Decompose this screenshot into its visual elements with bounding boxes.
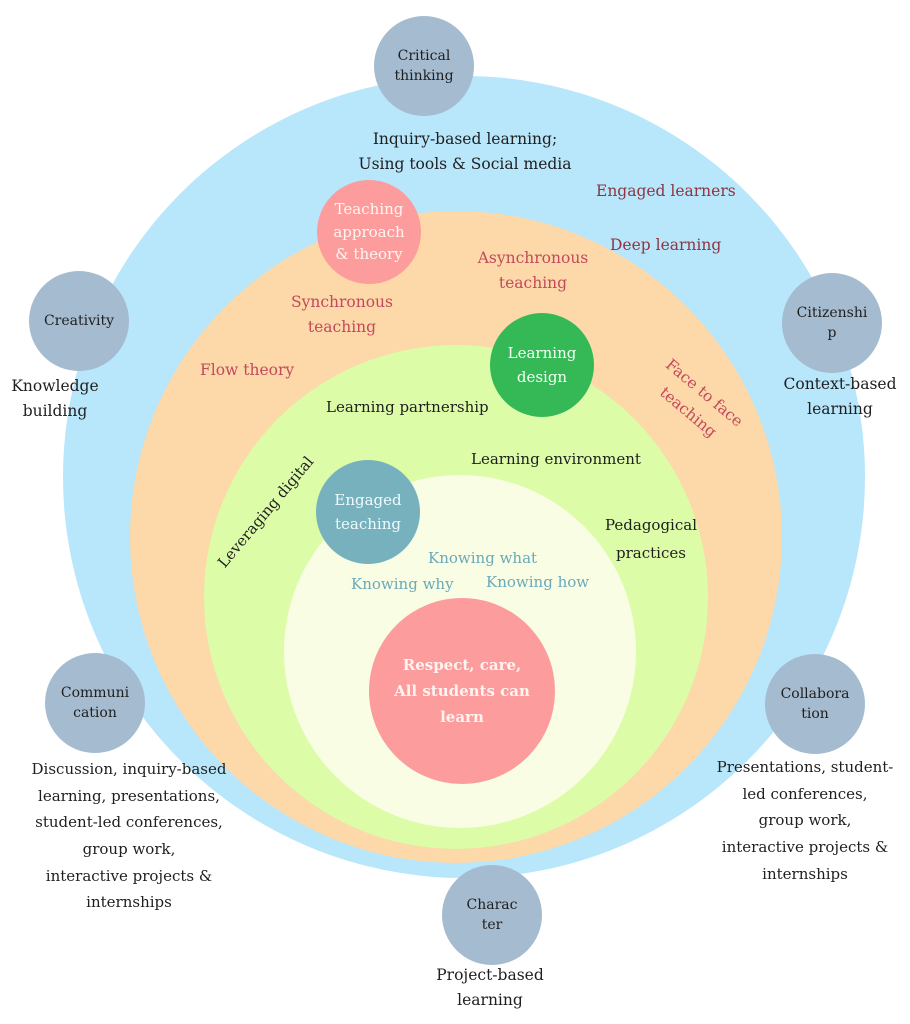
skill-critical-thinking: Critical thinking	[374, 16, 474, 116]
label-learning-environment: Learning environment	[471, 450, 641, 468]
skill-label: Charac ter	[466, 896, 518, 933]
skill-character: Charac ter	[442, 865, 542, 965]
skill-description-critical-thinking: Inquiry-based learning; Using tools & So…	[358, 130, 572, 173]
engaged-teaching-text: Engaged teaching	[334, 491, 402, 533]
label-knowing-how: Knowing how	[486, 573, 590, 591]
skill-label: Critical thinking	[394, 47, 454, 84]
label-flow-theory: Flow theory	[200, 361, 295, 379]
skill-label: Citizenshi p	[796, 304, 868, 341]
skill-description-character: Project-based learning	[436, 966, 544, 1009]
label-synchronous-teaching: Synchronous teaching	[290, 293, 393, 336]
skill-label: Collabora tion	[780, 685, 850, 722]
skill-description-collaboration: Presentations, student- led conferences,…	[716, 758, 894, 883]
skill-label: Creativity	[43, 312, 115, 329]
skill-citizenship: Citizenshi p	[782, 273, 882, 373]
core-values-text: Respect, care, All students can learn	[394, 655, 530, 727]
skill-creativity: Creativity	[29, 271, 129, 371]
label-engaged-learners: Engaged learners	[596, 182, 736, 200]
label-learning-partnership: Learning partnership	[326, 398, 489, 416]
teaching-approach-text: Teaching approach & theory	[333, 200, 405, 264]
label-knowing-why: Knowing why	[351, 575, 454, 593]
engaged-teaching-bubble: Engaged teaching	[316, 460, 420, 564]
label-deep-learning: Deep learning	[610, 236, 722, 254]
learning-design-bubble: Learning design	[490, 313, 594, 417]
label-knowing-what: Knowing what	[428, 549, 538, 567]
skill-collaboration: Collabora tion	[765, 654, 865, 754]
core-values-bubble: Respect, care, All students can learn	[369, 598, 555, 784]
skill-communication: Communi cation	[45, 653, 145, 753]
skill-description-communication: Discussion, inquiry-based learning, pres…	[31, 760, 227, 912]
skill-label: Communi cation	[60, 684, 130, 721]
teaching-approach-bubble: Teaching approach & theory	[317, 180, 421, 284]
skill-description-citizenship: Context-based learning	[783, 375, 897, 418]
label-asynchronous-teaching: Asynchronous teaching	[477, 249, 589, 292]
learning-design-text: Learning design	[507, 344, 577, 386]
label-pedagogical-practices: Pedagogical practices	[604, 516, 697, 562]
skill-description-creativity: Knowledge building	[11, 377, 99, 420]
